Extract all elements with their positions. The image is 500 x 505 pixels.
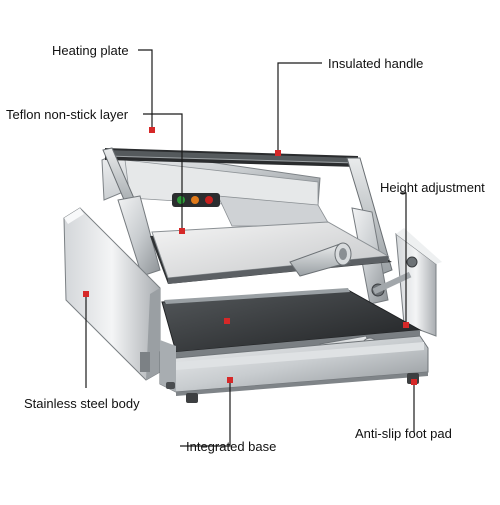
leader-line-insulated-handle xyxy=(277,62,322,154)
leader-line-integrated-base xyxy=(180,380,231,447)
marker-integrated-base xyxy=(227,377,233,383)
marker-teflon xyxy=(179,228,185,234)
label-teflon-layer: Teflon non-stick layer xyxy=(6,107,129,122)
marker-insulated-handle xyxy=(275,150,281,156)
label-insulated-handle: Insulated handle xyxy=(328,56,424,71)
leader-line-teflon xyxy=(143,113,183,231)
green-indicator-light xyxy=(177,196,185,204)
adjustment-knob xyxy=(406,256,418,268)
control-panel xyxy=(172,193,220,207)
upper-heating-plate xyxy=(150,221,392,284)
stainless-steel-side-panel xyxy=(63,207,161,381)
foot-pad xyxy=(166,382,175,389)
leader-line-heating-plate xyxy=(138,49,153,127)
red-indicator-light xyxy=(205,196,213,204)
leader-line-height-adjustment xyxy=(400,192,407,324)
marker-height-adjustment xyxy=(403,322,409,328)
label-heating-plate: Heating plate xyxy=(52,43,129,58)
foot-pad xyxy=(186,393,198,403)
marker-anti-slip xyxy=(411,379,417,385)
label-height-adjustment: Height adjustment xyxy=(380,180,485,195)
leader-lines xyxy=(85,49,415,447)
marker-stainless-body xyxy=(83,291,89,297)
label-stainless-body: Stainless steel body xyxy=(24,396,140,411)
marker-lower-plate xyxy=(224,318,230,324)
callout-markers xyxy=(83,127,417,385)
label-anti-slip-pad: Anti-slip foot pad xyxy=(355,426,452,441)
label-integrated-base: Integrated base xyxy=(186,439,277,454)
orange-indicator-light xyxy=(191,196,199,204)
marker-heating-plate xyxy=(149,127,155,133)
